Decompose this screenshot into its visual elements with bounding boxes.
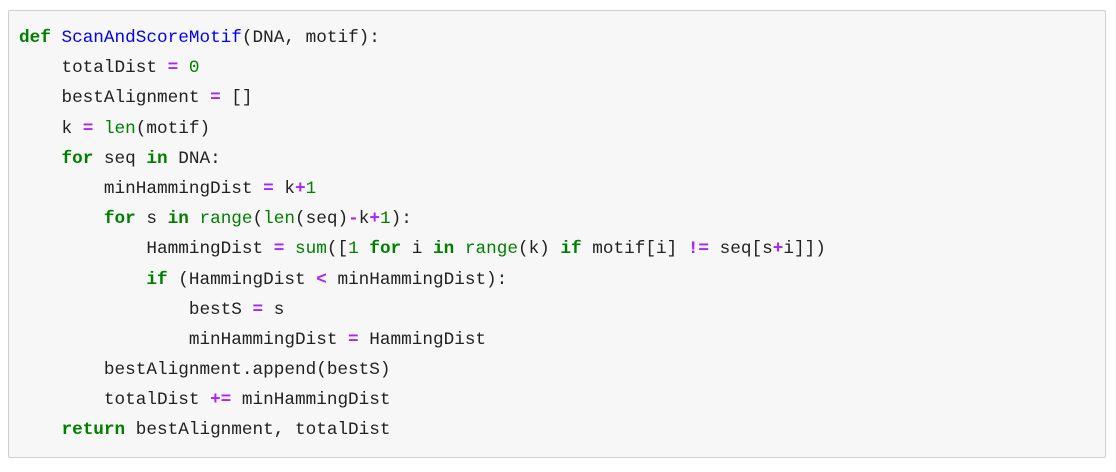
code-token: ScanAndScoreMotif [61, 28, 242, 48]
code-token: def [19, 28, 51, 48]
code-token: bestAlignment [19, 88, 211, 109]
code-token: minHammingDist): [326, 269, 508, 290]
code-token: = [210, 88, 221, 109]
code-token: (k) [517, 239, 561, 260]
code-token [189, 209, 200, 229]
code-token: for [61, 148, 94, 169]
code-token: HammingDist [19, 239, 274, 260]
code-token: bestS [19, 299, 253, 320]
code-line: for seq in DNA: [19, 144, 826, 174]
code-token: minHammingDist [19, 329, 349, 350]
code-cell[interactable]: def ScanAndScoreMotif(DNA, motif): total… [8, 10, 1106, 458]
code-token: bestAlignment.append(bestS) [19, 360, 391, 381]
code-line: HammingDist = sum([1 for i in range(k) i… [19, 234, 826, 264]
code-token: 1 [305, 178, 317, 199]
code-token: [] [220, 88, 253, 109]
code-token: 1 [379, 209, 391, 230]
code-token: sum [295, 239, 327, 260]
code-token: = [252, 299, 264, 320]
code-token: + [369, 209, 380, 230]
code-token: 1 [348, 239, 359, 260]
code-token: s [135, 209, 168, 230]
code-token: = [263, 178, 274, 199]
code-token: (HammingDist [167, 269, 317, 290]
code-editor[interactable]: def ScanAndScoreMotif(DNA, motif): total… [19, 23, 826, 446]
code-token: minHammingDist [19, 178, 264, 199]
code-token: if [560, 239, 582, 260]
code-line: bestAlignment.append(bestS) [19, 355, 826, 385]
code-token: k [273, 178, 295, 199]
code-token: + [772, 239, 784, 260]
code-token [19, 420, 61, 440]
code-token: totalDist [19, 58, 168, 79]
code-token: totalDist [19, 390, 211, 411]
code-token: s [263, 299, 285, 320]
code-token: = [348, 329, 359, 350]
code-token [178, 58, 189, 78]
code-token: (DNA, motif): [241, 28, 380, 48]
code-token: in [433, 239, 455, 260]
code-token [454, 239, 465, 259]
code-token: minHammingDist [231, 390, 391, 411]
code-line: minHammingDist = k+1 [19, 174, 826, 204]
code-token: + [295, 178, 306, 199]
code-token [359, 239, 370, 259]
code-token: = [273, 239, 285, 260]
code-token: bestAlignment, totalDist [125, 420, 391, 441]
code-token: HammingDist [358, 329, 487, 350]
code-line: for s in range(len(seq)-k+1): [19, 204, 826, 234]
code-token: - [348, 209, 359, 230]
code-token: = [167, 58, 179, 79]
code-token: i [401, 239, 434, 260]
code-token: if [146, 269, 168, 290]
code-line: totalDist = 0 [19, 53, 826, 83]
code-token: motif[i] [581, 239, 688, 260]
code-token [19, 149, 61, 169]
code-token: 0 [188, 58, 200, 79]
code-token: seq [93, 148, 147, 169]
code-token: = [82, 118, 94, 139]
code-line: totalDist += minHammingDist [19, 385, 826, 415]
code-token: k [358, 209, 370, 230]
code-token: len [263, 209, 296, 230]
code-token [93, 119, 104, 139]
code-token [19, 209, 104, 229]
code-token: for [103, 209, 136, 230]
code-token: (motif) [135, 118, 211, 139]
code-token: return [61, 420, 126, 441]
code-token: in [146, 148, 168, 169]
code-token: DNA: [167, 148, 221, 169]
code-line: return bestAlignment, totalDist [19, 415, 826, 445]
code-token: (seq) [295, 209, 349, 230]
code-token [51, 28, 62, 48]
code-token: ([ [326, 239, 349, 260]
code-token: ): [390, 209, 412, 230]
code-token: i]]) [783, 239, 826, 260]
code-token [284, 239, 295, 259]
code-line: bestS = s [19, 295, 826, 325]
code-token: range [199, 209, 253, 230]
code-token [19, 270, 146, 290]
code-token: += [210, 390, 232, 411]
code-line: def ScanAndScoreMotif(DNA, motif): [19, 23, 826, 53]
code-token: ( [252, 209, 264, 230]
code-line: if (HammingDist < minHammingDist): [19, 265, 826, 295]
code-token: seq[s [709, 239, 773, 260]
code-line: minHammingDist = HammingDist [19, 325, 826, 355]
code-token: for [369, 239, 402, 260]
code-line: bestAlignment = [] [19, 83, 826, 113]
code-token: range [464, 239, 518, 260]
code-token: in [167, 209, 189, 230]
code-token: < [316, 269, 327, 290]
code-token: != [687, 239, 710, 260]
code-line: k = len(motif) [19, 114, 826, 144]
code-token: k [19, 118, 83, 139]
code-token: len [103, 118, 136, 139]
